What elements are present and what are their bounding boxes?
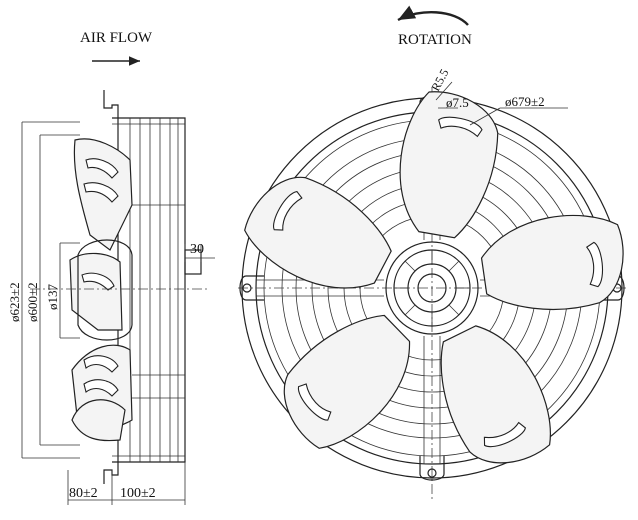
dim-hub-diameter: ø137 bbox=[45, 284, 60, 311]
air-flow-label: AIR FLOW bbox=[80, 30, 153, 46]
dim-front-depth: 80±2 bbox=[69, 486, 98, 501]
dim-shaft-offset: 30 bbox=[190, 242, 204, 257]
dim-mount-circle: ø679±2 bbox=[505, 94, 545, 109]
dim-blade-diameter: ø600±2 bbox=[25, 282, 40, 322]
side-view bbox=[21, 90, 215, 505]
dim-hole: ø7.5 bbox=[446, 95, 469, 110]
dim-outer-diameter: ø623±2 bbox=[7, 282, 22, 322]
dim-rear-depth: 100±2 bbox=[120, 486, 156, 501]
front-view bbox=[234, 81, 636, 500]
dim-radius: R5.5 bbox=[428, 67, 451, 94]
rotation-label: ROTATION bbox=[398, 32, 472, 48]
counterclockwise-arrow-icon bbox=[397, 5, 469, 26]
